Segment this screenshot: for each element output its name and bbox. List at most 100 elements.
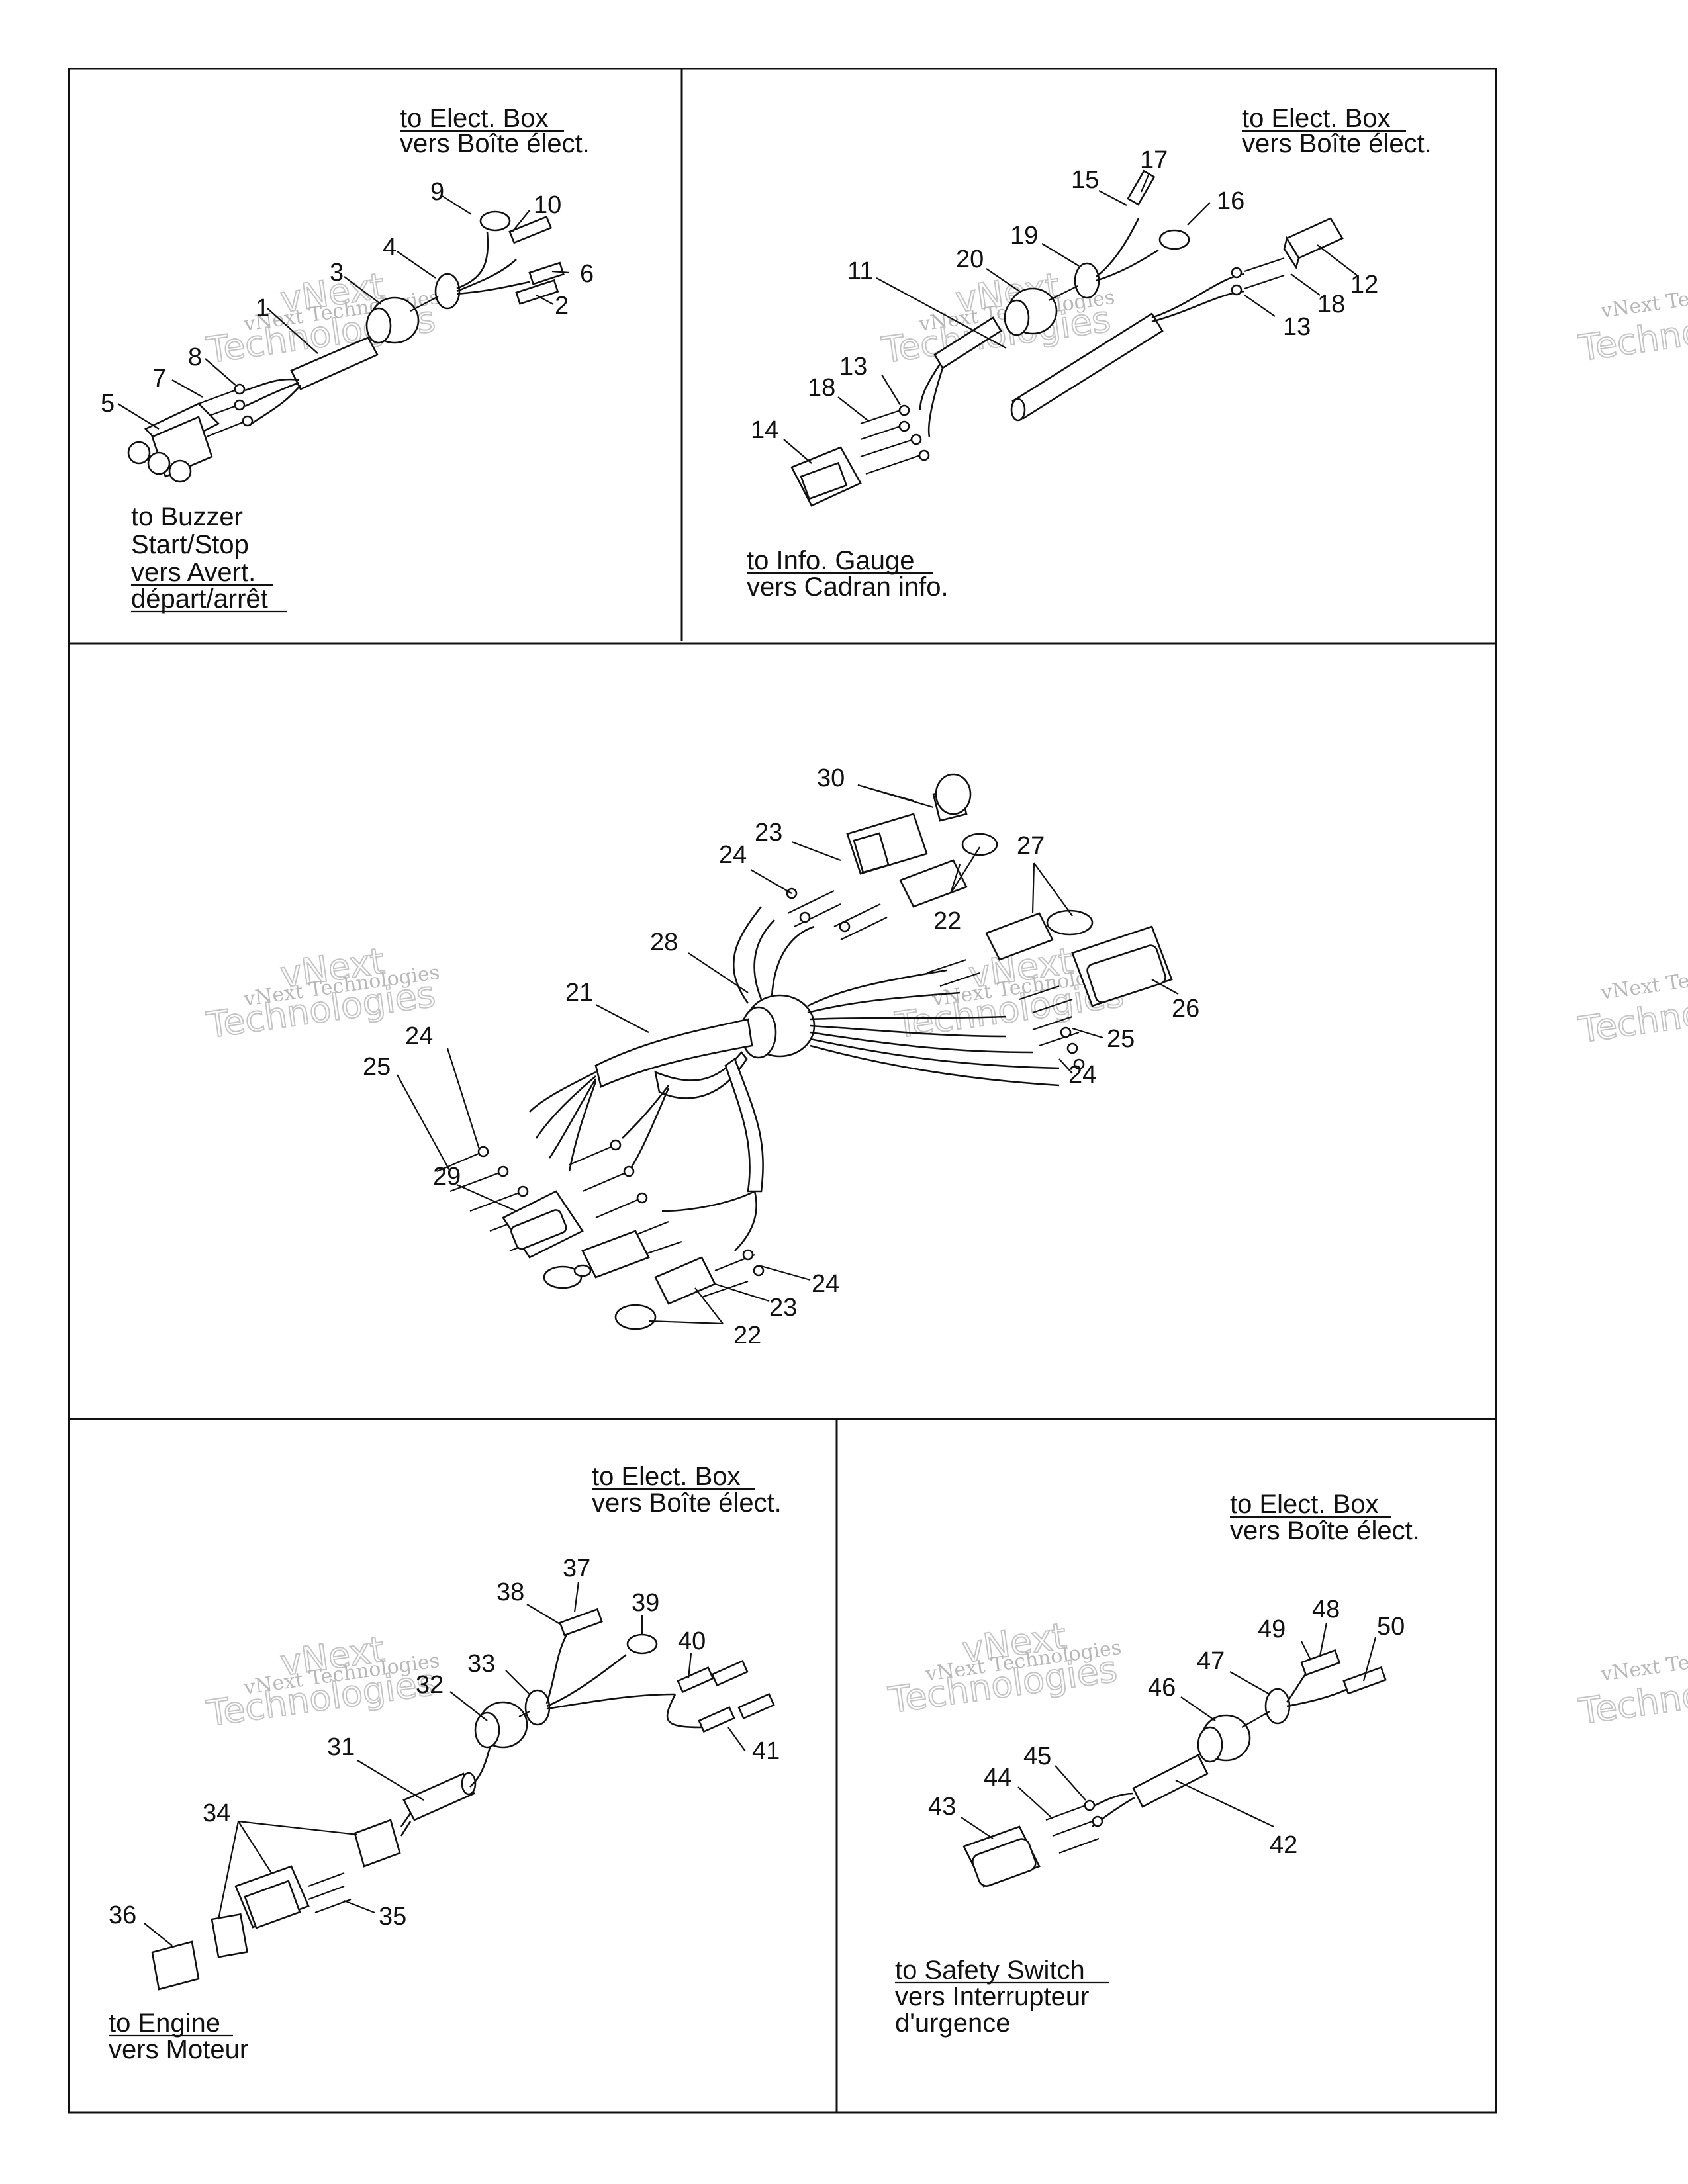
p4-bottom-caption-1: to Engine	[109, 2009, 220, 2038]
label-1: 1	[256, 295, 269, 322]
label-9: 9	[430, 178, 444, 206]
label-35: 35	[379, 1903, 406, 1931]
p2-leaders	[783, 173, 1358, 464]
p4-top-caption-1: to Elect. Box	[592, 1462, 741, 1491]
p5-top-caption-1: to Elect. Box	[1230, 1490, 1379, 1519]
label-14: 14	[751, 416, 778, 444]
p2-top-caption-2: vers Boîte élect.	[1242, 129, 1432, 158]
p5-bottom-caption-3: d'urgence	[895, 2009, 1010, 2038]
label-7: 7	[152, 365, 166, 392]
label-41: 41	[752, 1737, 780, 1765]
watermark-5: vNext vNext Technologies Technologies	[203, 1627, 441, 1735]
label-2: 2	[555, 292, 569, 320]
label-24d: 24	[812, 1270, 839, 1298]
label-6: 6	[580, 260, 594, 288]
label-20: 20	[956, 246, 984, 273]
label-21: 21	[565, 979, 593, 1007]
label-38: 38	[496, 1578, 524, 1606]
p4-bottom-caption-2: vers Moteur	[109, 2035, 248, 2064]
label-23b: 23	[769, 1294, 797, 1322]
p1-top-caption-2: vers Boîte élect.	[400, 129, 590, 158]
p2-bottom-caption-2: vers Cadran info.	[747, 572, 949, 602]
panel-5: to Elect. Box vers Boîte élect.	[895, 1490, 1420, 2038]
label-34: 34	[203, 1799, 230, 1827]
label-3: 3	[330, 259, 344, 287]
label-5: 5	[101, 390, 115, 418]
label-22: 22	[933, 907, 961, 935]
label-12: 12	[1350, 271, 1378, 298]
p4-top-caption-2: vers Boîte élect.	[592, 1488, 782, 1518]
p5-leaders	[961, 1622, 1377, 1839]
label-19: 19	[1010, 222, 1038, 250]
label-49: 49	[1258, 1615, 1286, 1643]
label-24c: 24	[1068, 1061, 1096, 1089]
p1-bottom-caption-2: Start/Stop	[131, 530, 249, 559]
panel-borders	[68, 68, 1497, 2114]
panel-1: to Elect. Box vers Boîte élect.	[101, 104, 594, 614]
label-33: 33	[467, 1650, 495, 1678]
p3-drawing	[436, 773, 1173, 1330]
p1-bottom-caption-3: vers Avert.	[131, 558, 256, 587]
p1-bottom-caption-1: to Buzzer	[131, 502, 243, 531]
p1-leaders	[117, 195, 570, 430]
label-36: 36	[109, 1901, 136, 1929]
p5-drawing	[962, 1649, 1387, 1888]
label-48: 48	[1312, 1596, 1340, 1623]
label-24: 24	[719, 841, 747, 869]
label-23: 23	[755, 819, 782, 846]
label-26: 26	[1172, 995, 1199, 1023]
label-28: 28	[650, 929, 678, 956]
label-25b: 25	[1107, 1025, 1135, 1053]
label-44: 44	[984, 1764, 1011, 1792]
label-45: 45	[1023, 1743, 1051, 1770]
panel-2: to Elect. Box vers Boîte élect.	[747, 104, 1432, 602]
label-29: 29	[433, 1163, 461, 1191]
p2-top-caption-1: to Elect. Box	[1242, 104, 1391, 133]
label-13b: 13	[839, 353, 867, 381]
label-24b: 24	[405, 1023, 433, 1050]
panel-4: to Elect. Box vers Boîte élect.	[109, 1462, 782, 2064]
label-39: 39	[632, 1589, 659, 1617]
watermark-9: vNext Technologies Technologies	[1575, 1636, 1688, 1733]
label-30: 30	[817, 764, 845, 792]
panel-3: 30 23 24 27 22 28 21 26 24 25 25 24 29 2…	[363, 764, 1199, 1349]
label-37: 37	[563, 1555, 590, 1582]
label-50: 50	[1377, 1613, 1405, 1641]
label-15: 15	[1071, 166, 1099, 194]
p2-drawing	[790, 169, 1344, 507]
label-22b: 22	[733, 1322, 761, 1349]
label-11: 11	[847, 257, 873, 285]
label-43: 43	[928, 1793, 956, 1821]
p2-bottom-caption-1: to Info. Gauge	[747, 546, 915, 575]
p5-bottom-caption-1: to Safety Switch	[895, 1956, 1085, 1985]
p5-bottom-caption-2: vers Interrupteur	[895, 1982, 1089, 2011]
p3-leaders	[397, 784, 1179, 1325]
label-46: 46	[1148, 1674, 1176, 1702]
watermark-6: vNext vNext Technologies Technologies	[885, 1614, 1123, 1722]
watermarks: vNext vNext Technologies Technologies vN…	[203, 264, 1688, 1735]
label-13: 13	[1283, 313, 1311, 341]
label-17: 17	[1140, 146, 1168, 174]
p4-drawing	[151, 1608, 775, 1991]
p4-leaders	[144, 1581, 746, 1946]
label-25: 25	[363, 1053, 391, 1081]
label-4: 4	[383, 234, 397, 261]
watermark-3: vNext vNext Technologies Technologies	[203, 939, 441, 1047]
p1-bottom-caption-4: départ/arrêt	[131, 584, 268, 614]
label-32: 32	[416, 1671, 444, 1699]
label-31: 31	[327, 1733, 355, 1761]
label-8: 8	[188, 343, 202, 371]
label-18: 18	[1317, 291, 1345, 318]
label-40: 40	[678, 1627, 706, 1655]
label-27: 27	[1017, 832, 1045, 860]
p1-drawing	[127, 210, 565, 483]
label-47: 47	[1197, 1647, 1225, 1675]
label-16: 16	[1217, 187, 1244, 215]
watermark-8: vNext Technologies Technologies	[1575, 954, 1688, 1052]
label-18b: 18	[808, 374, 835, 402]
label-10: 10	[534, 191, 561, 219]
watermark-7: vNext Technologies Technologies	[1575, 273, 1688, 370]
p1-top-caption-1: to Elect. Box	[400, 104, 549, 133]
p5-top-caption-2: vers Boîte élect.	[1230, 1516, 1420, 1545]
